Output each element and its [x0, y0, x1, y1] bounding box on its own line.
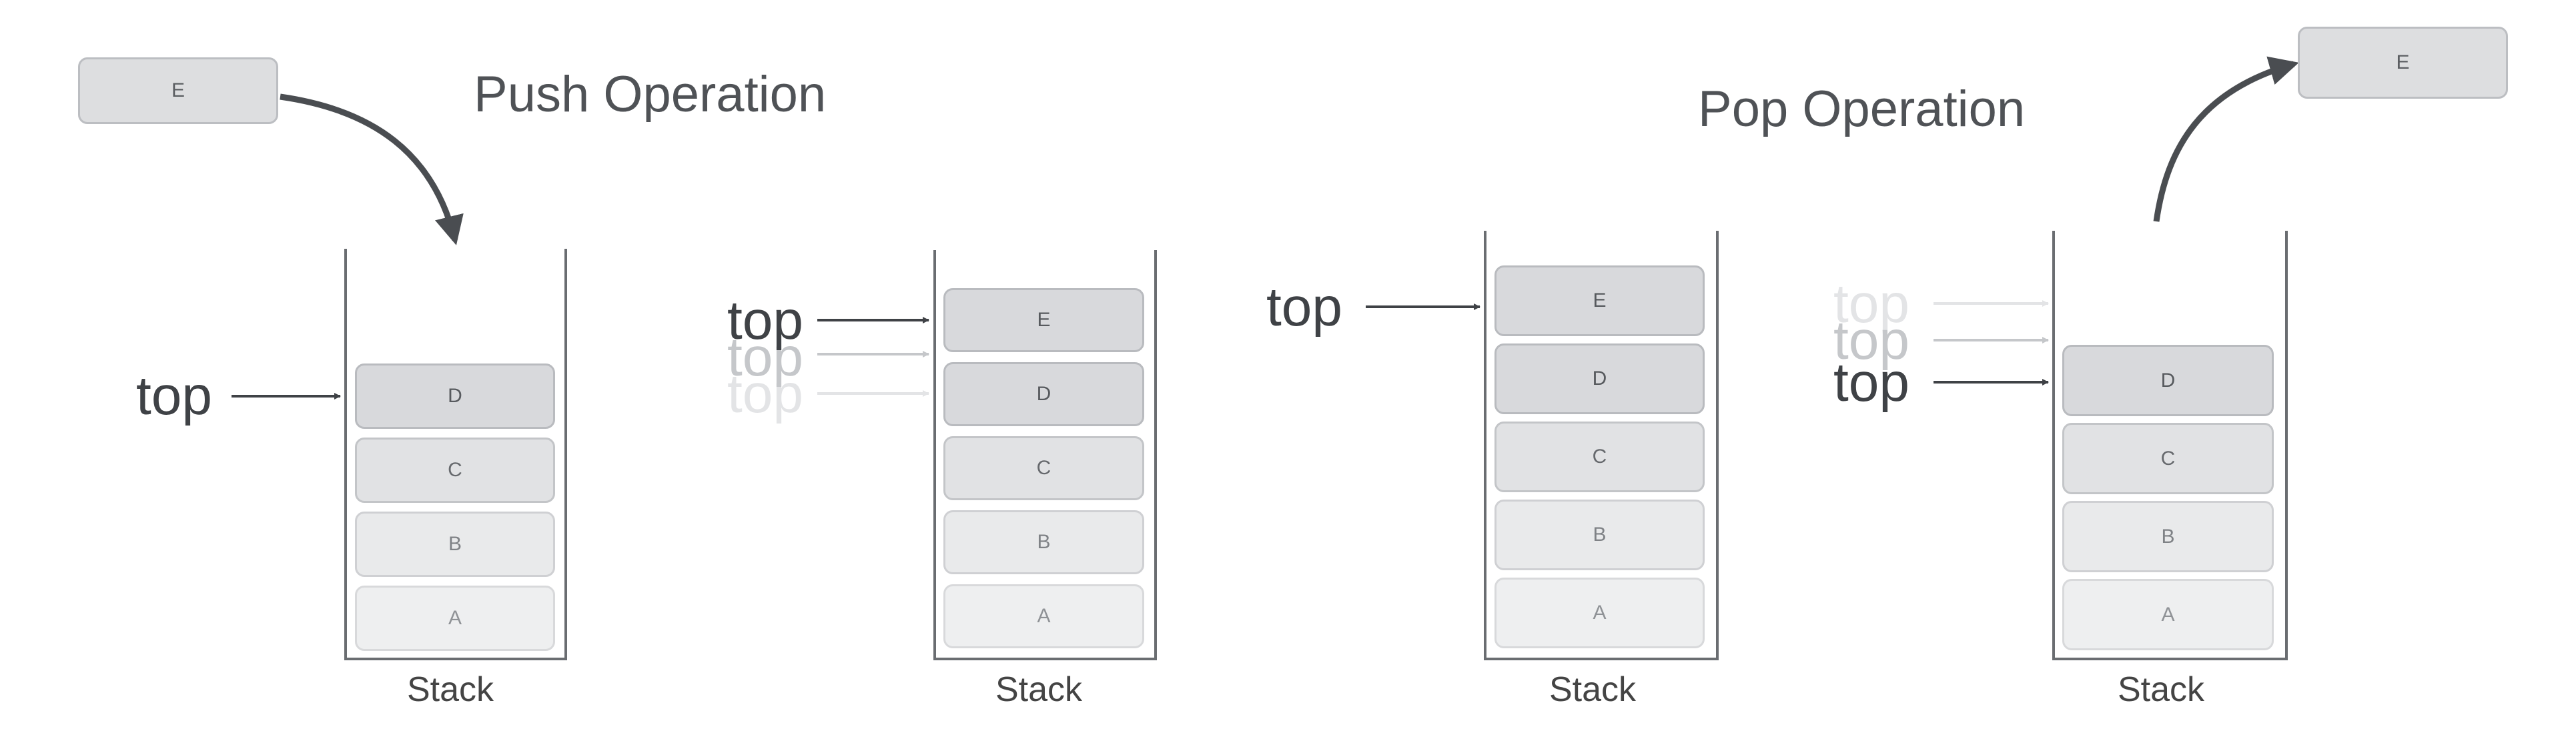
push-operation-title: Push Operation — [474, 66, 827, 123]
top-label-ghost-push-after-2: top — [727, 363, 803, 424]
stack-element-pop-before-1: D — [1494, 343, 1705, 414]
pop-curved-arrow — [2153, 56, 2299, 222]
stack-caption-push-before: Stack — [407, 670, 494, 709]
stack-element-pop-after-0: D — [2062, 345, 2274, 416]
stack-element-pop-before-4: A — [1494, 578, 1705, 648]
stack-element-push-after-4: A — [943, 584, 1144, 648]
top-label-pop-before: top — [1266, 277, 1342, 337]
floating-element-push: E — [78, 57, 278, 124]
stack-caption-push-after: Stack — [995, 670, 1083, 709]
top-label-push-after: top — [727, 290, 803, 351]
stack-element-pop-before-2: C — [1494, 422, 1705, 492]
stack-element-pop-before-3: B — [1494, 500, 1705, 570]
top-label-ghost-pop-after-1: top — [1833, 310, 1909, 371]
stack-element-pop-after-3: A — [2062, 579, 2274, 650]
floating-element-pop: E — [2298, 27, 2508, 99]
stack-container-push-after — [933, 250, 1157, 660]
stack-container-pop-before — [1484, 231, 1719, 660]
stack-element-push-after-1: D — [943, 362, 1144, 426]
stack-element-push-before-1: C — [355, 438, 555, 503]
stack-element-pop-after-2: B — [2062, 501, 2274, 572]
top-label-ghost-push-after-1: top — [727, 327, 803, 388]
stack-element-push-after-2: C — [943, 436, 1144, 500]
top-label-push-before: top — [136, 365, 212, 426]
stack-element-push-before-0: D — [355, 363, 555, 429]
stack-element-pop-after-1: C — [2062, 423, 2274, 494]
stack-container-pop-after — [2052, 231, 2288, 660]
stack-caption-pop-before: Stack — [1549, 670, 1637, 709]
top-label-pop-after: top — [1833, 352, 1909, 413]
stack-container-push-before — [344, 249, 567, 660]
stack-element-push-before-2: B — [355, 512, 555, 577]
stack-element-push-after-3: B — [943, 510, 1144, 574]
stack-caption-pop-after: Stack — [2118, 670, 2205, 709]
push-curved-arrow — [280, 93, 464, 245]
stack-element-push-after-0: E — [943, 288, 1144, 352]
top-label-ghost-pop-after-2: top — [1833, 273, 1909, 334]
stack-element-pop-before-0: E — [1494, 265, 1705, 336]
stack-element-push-before-3: A — [355, 586, 555, 651]
pop-operation-title: Pop Operation — [1698, 81, 2026, 137]
